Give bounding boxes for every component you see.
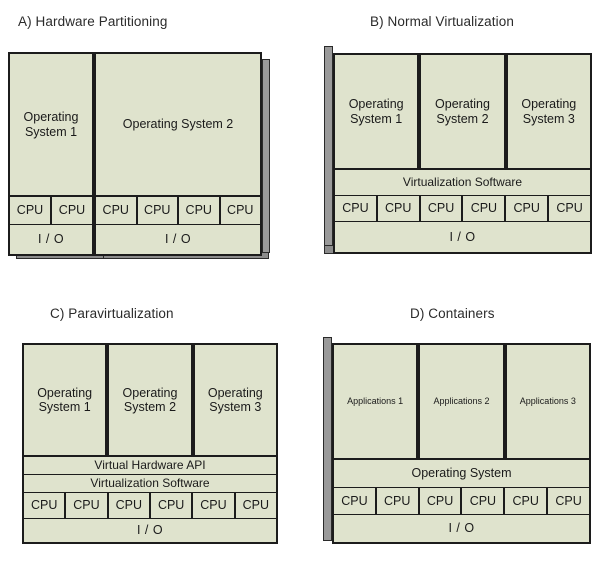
cpu-cell: CPU	[149, 492, 193, 519]
guest-os-cell: Operating System 2	[107, 343, 193, 456]
cpu-cell: CPU	[462, 195, 506, 222]
cpu-cell: CPU	[504, 487, 548, 515]
applications-cell: Applications 3	[504, 343, 591, 459]
panel-b-block: Operating System 1 Operating System 2 Op…	[333, 53, 592, 254]
panel-b-side-shadow	[324, 46, 333, 252]
panel-d-apps-row: Applications 1 Applications 2 Applicatio…	[332, 343, 591, 459]
panel-d-block: Applications 1 Applications 2 Applicatio…	[332, 343, 591, 544]
guest-os-cell: Operating System 3	[192, 343, 278, 456]
panel-c-block: Operating System 1 Operating System 2 Op…	[22, 343, 278, 544]
cpu-cell: CPU	[219, 196, 262, 225]
operating-system-layer: Operating System	[332, 459, 591, 488]
partition-right-block: Operating System 2 CPU CPU CPU CPU I / O	[94, 52, 262, 256]
cpu-cell: CPU	[136, 196, 178, 225]
cpu-cell: CPU	[22, 492, 66, 519]
cpu-cell: CPU	[419, 195, 463, 222]
cpu-cell: CPU	[461, 487, 505, 515]
panel-b-cpu-row: CPU CPU CPU CPU CPU CPU	[333, 195, 592, 222]
cpu-cell: CPU	[418, 487, 462, 515]
partition-left-os: Operating System 1	[8, 52, 94, 196]
guest-os-cell: Operating System 1	[333, 53, 420, 169]
cpu-cell: CPU	[94, 196, 137, 225]
partition-left-cpu-row: CPU CPU	[8, 196, 94, 225]
guest-os-cell: Operating System 2	[419, 53, 506, 169]
panel-b-io: I / O	[333, 221, 592, 254]
cpu-cell: CPU	[505, 195, 549, 222]
partition-left-io: I / O	[8, 224, 94, 256]
partition-right-os: Operating System 2	[94, 52, 262, 196]
virtualization-software-layer: Virtualization Software	[22, 474, 278, 493]
partition-right-io: I / O	[94, 224, 262, 256]
cpu-cell: CPU	[107, 492, 150, 519]
panel-d-io: I / O	[332, 514, 591, 544]
cpu-cell: CPU	[234, 492, 278, 519]
cpu-cell: CPU	[65, 492, 108, 519]
cpu-cell: CPU	[8, 196, 51, 225]
cpu-cell: CPU	[332, 487, 376, 515]
cpu-cell: CPU	[547, 487, 591, 515]
cpu-cell: CPU	[51, 196, 94, 225]
cpu-cell: CPU	[376, 195, 420, 222]
cpu-cell: CPU	[375, 487, 419, 515]
panel-b-title: B) Normal Virtualization	[370, 14, 514, 29]
panel-c-io: I / O	[22, 518, 278, 544]
cpu-cell: CPU	[192, 492, 235, 519]
applications-cell: Applications 2	[418, 343, 505, 459]
guest-os-cell: Operating System 3	[505, 53, 592, 169]
virtualization-software-layer: Virtualization Software	[333, 169, 592, 196]
cpu-cell: CPU	[333, 195, 377, 222]
partition-left-block: Operating System 1 CPU CPU I / O	[8, 52, 94, 256]
panel-d-cpu-row: CPU CPU CPU CPU CPU CPU	[332, 487, 591, 515]
cpu-cell: CPU	[548, 195, 592, 222]
panel-d-title: D) Containers	[410, 306, 495, 321]
applications-cell: Applications 1	[332, 343, 419, 459]
panel-d-side-shadow	[323, 337, 332, 541]
guest-os-cell: Operating System 1	[22, 343, 108, 456]
panel-b-guest-row: Operating System 1 Operating System 2 Op…	[333, 53, 592, 169]
panel-a-right-side-shadow	[262, 59, 270, 253]
panel-c-guest-row: Operating System 1 Operating System 2 Op…	[22, 343, 278, 456]
cpu-cell: CPU	[178, 196, 220, 225]
partition-right-cpu-row: CPU CPU CPU CPU	[94, 196, 262, 225]
panel-c-cpu-row: CPU CPU CPU CPU CPU CPU	[22, 492, 278, 519]
panel-c-title: C) Paravirtualization	[50, 306, 174, 321]
virtual-hardware-api-layer: Virtual Hardware API	[22, 456, 278, 475]
panel-a-title: A) Hardware Partitioning	[18, 14, 168, 29]
